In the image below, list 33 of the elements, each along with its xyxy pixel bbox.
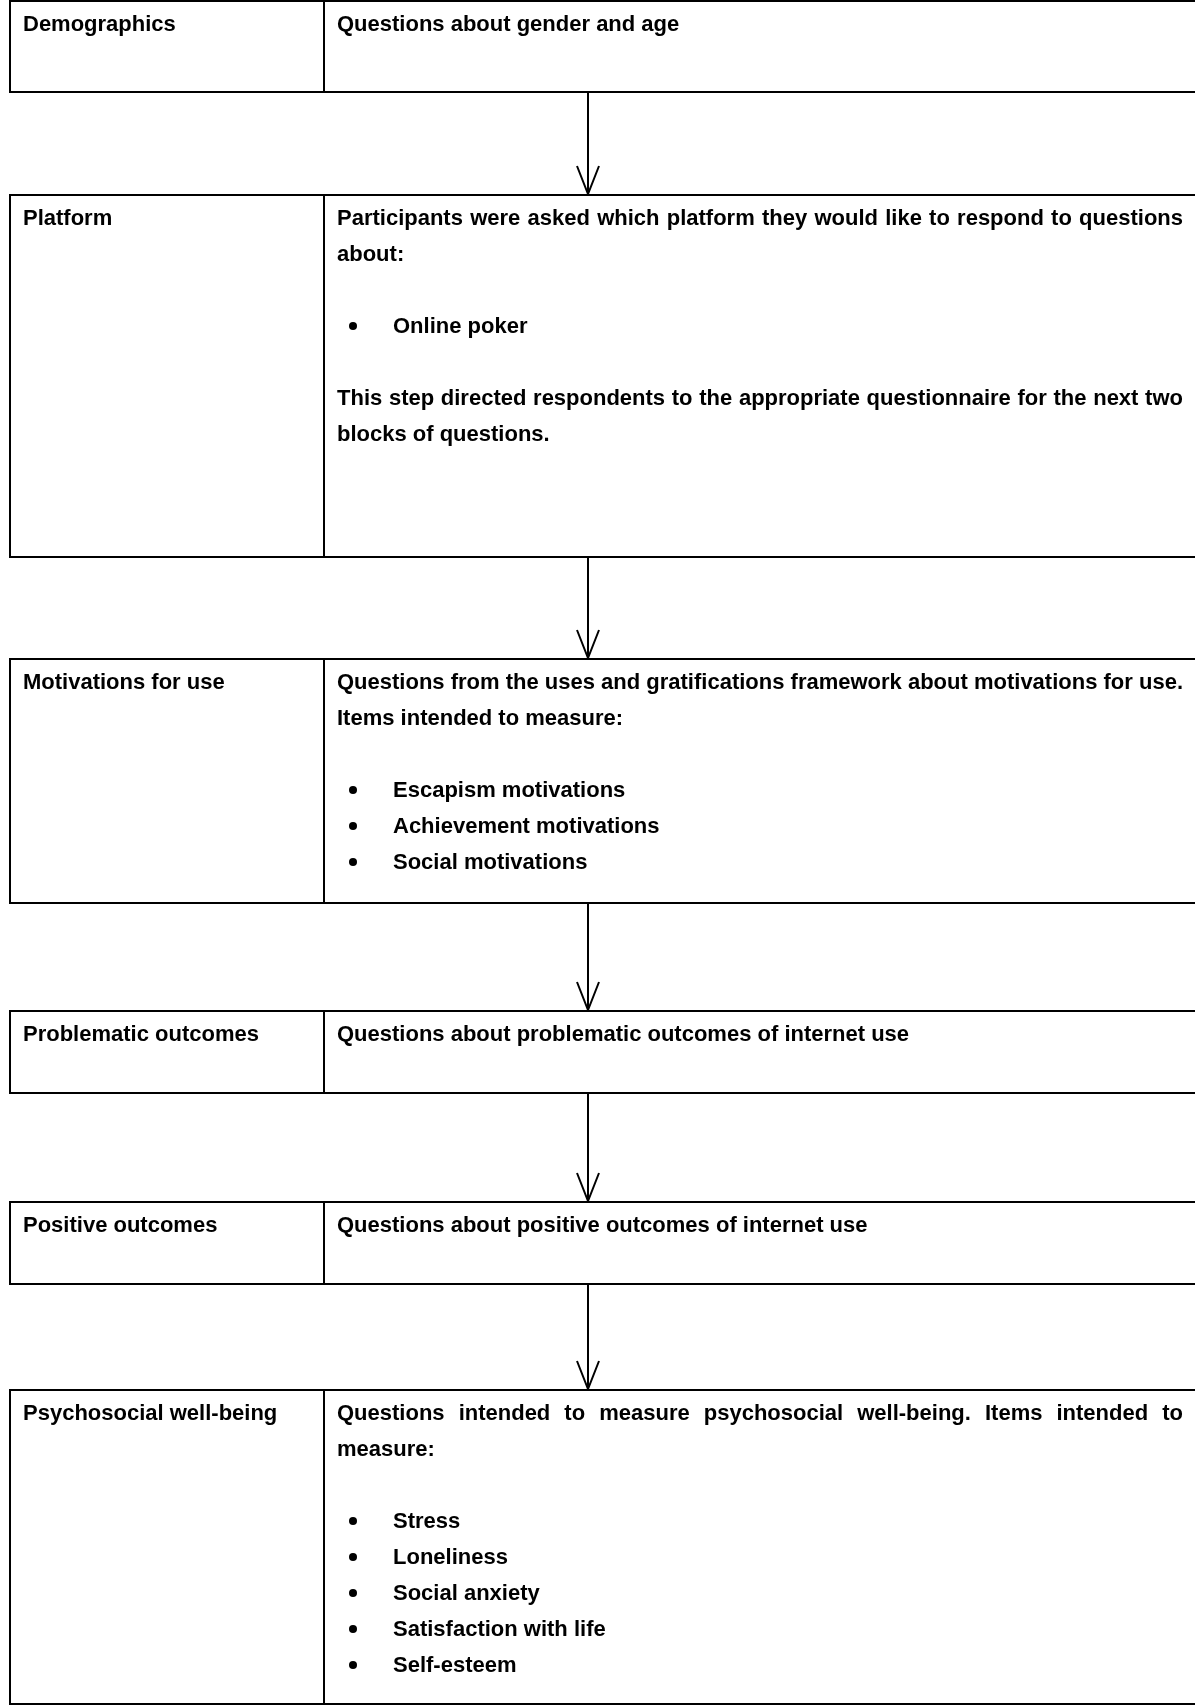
row-heading: Problematic outcomes	[23, 1020, 260, 1048]
bullet-item: Loneliness	[393, 1543, 508, 1571]
table-row	[9, 658, 1195, 904]
arrow	[576, 1093, 600, 1202]
row-heading: Psychosocial well-being	[23, 1399, 279, 1427]
description-text: Questions about gender and age	[337, 10, 681, 38]
arrow	[576, 903, 600, 1011]
bullet-item: Achievement motivations	[393, 812, 660, 840]
row-heading: Positive outcomes	[23, 1211, 219, 1239]
row-heading: Motivations for use	[23, 668, 226, 696]
description-text: Questions from the uses and gratifications framework about motivations for use. Items intended to measure:	[337, 668, 1183, 732]
description-text: Questions intended to measure psychosocial well-being. Items intended to measure:	[337, 1399, 1183, 1463]
arrow	[576, 92, 600, 195]
table-row	[9, 0, 1195, 93]
table-row	[9, 1010, 1195, 1094]
table-row	[9, 194, 1195, 558]
bullet-item: Self-esteem	[393, 1651, 517, 1679]
table-row	[9, 1389, 1195, 1705]
bullet-item: Escapism motivations	[393, 776, 626, 804]
description-text: Questions about positive outcomes of internet use	[337, 1211, 869, 1239]
arrow	[576, 557, 600, 659]
bullet-item: Satisfaction with life	[393, 1615, 606, 1643]
table-row	[9, 1201, 1195, 1285]
bullet-item: Online poker	[393, 312, 528, 340]
bullet-item: Social anxiety	[393, 1579, 540, 1607]
arrow	[576, 1284, 600, 1390]
description-text: Questions about problematic outcomes of internet use	[337, 1020, 911, 1048]
description-text: This step directed respondents to the appropriate questionnaire for the next two blocks of questions.	[337, 384, 1183, 448]
bullet-item: Social motivations	[393, 848, 588, 876]
row-heading: Demographics	[23, 10, 177, 38]
description-text: Participants were asked which platform they would like to respond to questions about:	[337, 204, 1183, 268]
bullet-item: Stress	[393, 1507, 461, 1535]
row-heading: Platform	[23, 204, 114, 232]
